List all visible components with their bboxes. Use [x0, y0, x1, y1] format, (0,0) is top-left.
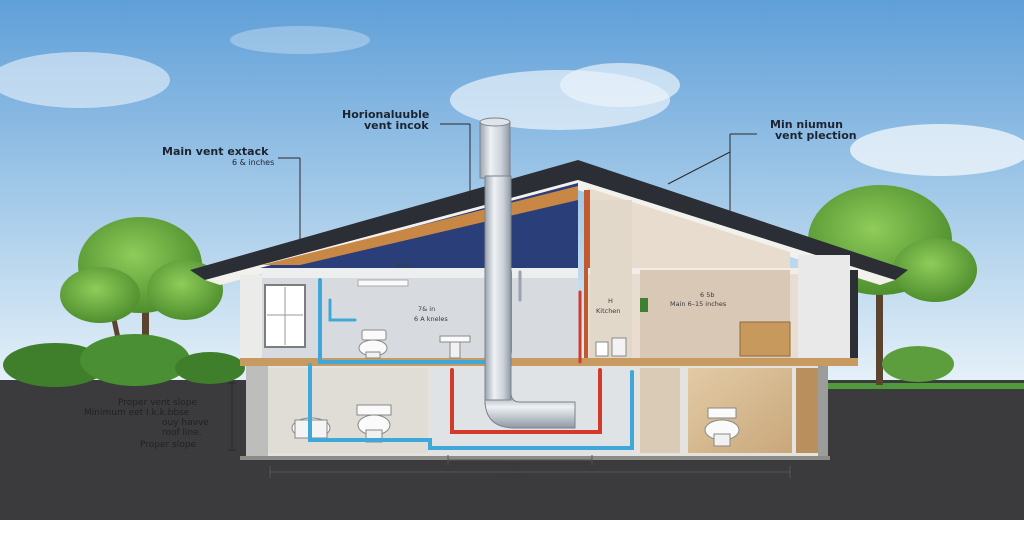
right-room-label-line2: Main 6–15 inches [670, 300, 727, 308]
horizontal-vent-line1: Horionaluuble [342, 108, 430, 121]
min-vent-line1: Min niumun [770, 118, 843, 131]
kitchen-label-line2: Kitchen [596, 307, 621, 315]
fixtures [291, 279, 791, 447]
bushes-left [3, 334, 245, 387]
note-proper-vent-slope: Proper vent slope [118, 398, 197, 408]
main-vent-title: Main vent extack [162, 145, 269, 158]
attic-label: 5–Lo [396, 261, 411, 269]
upper-floor-left [262, 268, 578, 360]
attic-right [588, 188, 790, 268]
roof [190, 160, 908, 280]
dimension-lines [269, 455, 791, 478]
note-minimum: Minimum eet I.k.k.bbse [84, 408, 190, 418]
dimension-lower: 1.5 i-Am [500, 473, 528, 481]
main-vent-stack [479, 117, 576, 429]
clouds [0, 26, 1024, 176]
right-room-label-line1: 6 5b [700, 291, 715, 299]
note-roof-line: roof line. [162, 428, 202, 438]
kitchen-label-line1: H [608, 297, 613, 305]
floor-slab [240, 358, 858, 366]
leader-lines [228, 123, 757, 451]
min-vent-line2: vent plection [775, 129, 857, 142]
bath-label-line2: 6 A kneles [414, 315, 448, 323]
main-vent-size: 6 & inches [232, 158, 275, 167]
note-above: ouy havve [162, 418, 209, 428]
grass-strip [820, 383, 1024, 389]
dimension-upper: 50" [508, 461, 520, 469]
footer-band [0, 520, 1024, 559]
note-proper-slope: Proper slope [140, 440, 197, 450]
horizontal-vent-line2: vent incok [364, 119, 429, 132]
bath-label-line1: 7& in [418, 305, 436, 313]
bush-right [882, 346, 954, 382]
